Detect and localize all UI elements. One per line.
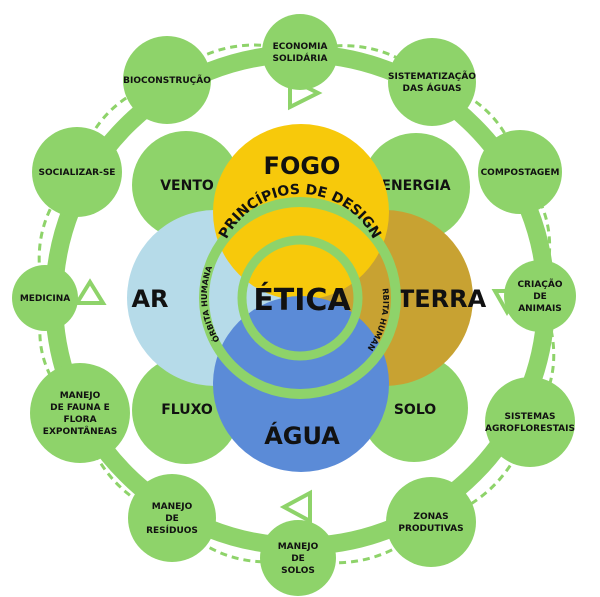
satellite-socializar-se — [32, 127, 122, 217]
satellite-manejo-fauna-flora — [30, 363, 130, 463]
fluxo-label: FLUXO — [161, 402, 213, 418]
fogo-label: FOGO — [264, 152, 341, 180]
satellite-manejo-solos — [260, 520, 336, 596]
satellite-zonas-produtivas — [386, 477, 476, 567]
principles-outer-ring — [199, 197, 401, 399]
arrow-icon-left — [73, 278, 107, 305]
satellite-sistematizacao-aguas — [388, 38, 476, 126]
solo-label: SOLO — [394, 402, 436, 418]
satellite-sistemas-agroflorestais — [485, 377, 575, 467]
satellite-economia-solidaria — [262, 14, 338, 90]
vento-label: VENTO — [160, 178, 214, 194]
satellite-medicina — [12, 265, 78, 331]
satellite-criacao-animais — [504, 260, 576, 332]
energia-label: ENERGIA — [381, 178, 450, 194]
satellite-label-socializar-se: SOCIALIZAR-SE — [39, 168, 116, 178]
agua-label: ÁGUA — [264, 421, 340, 450]
satellite-label-compostagem: COMPOSTAGEM — [481, 168, 560, 178]
satellite-compostagem — [478, 130, 562, 214]
satellite-label-medicina: MEDICINA — [20, 294, 70, 304]
arrow-icon-bottom — [279, 489, 312, 525]
terra-label: TERRA — [398, 285, 487, 313]
satellite-label-bioconstrucao: BIOCONSTRUÇÃO — [123, 75, 211, 86]
etica-label: ÉTICA — [253, 282, 351, 318]
ar-label: AR — [131, 285, 168, 313]
satellite-bioconstrucao — [123, 36, 211, 124]
satellite-manejo-residuos — [128, 474, 216, 562]
ethics-inner-ring — [237, 235, 363, 361]
